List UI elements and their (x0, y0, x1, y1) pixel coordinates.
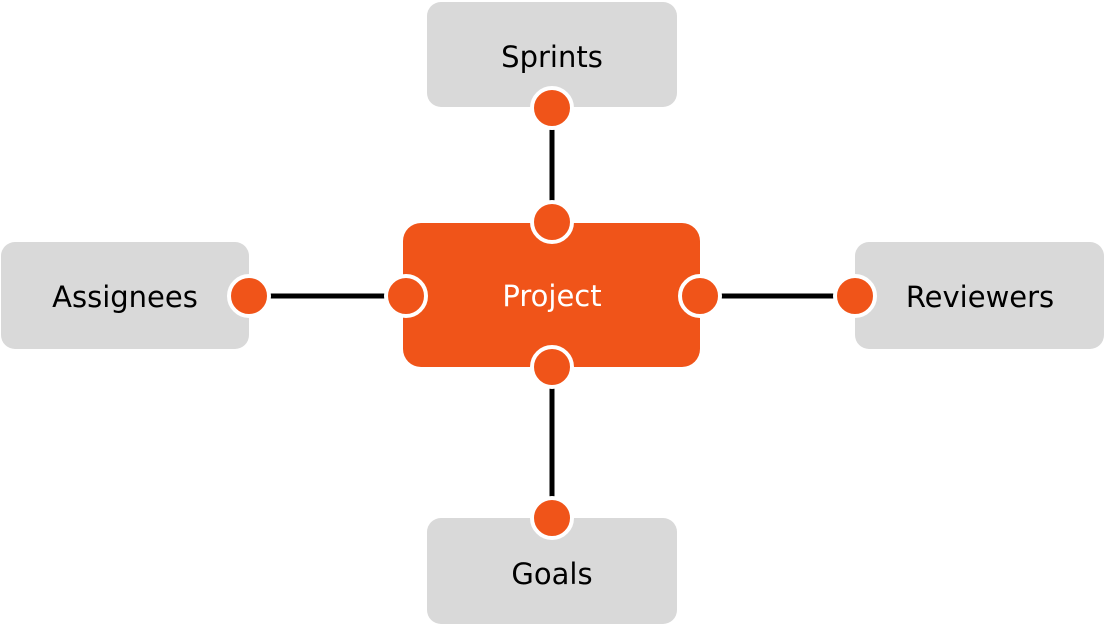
dot-project-right (678, 274, 722, 318)
connectors (266, 124, 838, 500)
node-sprints[interactable]: Sprints (427, 2, 677, 107)
dot-project-bottom (530, 345, 574, 389)
node-project[interactable]: Project (403, 223, 700, 367)
dot-project-left (384, 274, 428, 318)
node-project-label: Project (502, 279, 601, 313)
dot-reviewers-left (833, 274, 877, 318)
dot-goals-top (530, 496, 574, 540)
node-reviewers-label: Reviewers (906, 280, 1054, 314)
dot-project-top (530, 200, 574, 244)
node-reviewers[interactable]: Reviewers (855, 242, 1104, 349)
node-reviewers-box (855, 242, 1104, 349)
node-assignees-box (1, 242, 249, 349)
node-goals[interactable]: Goals (427, 518, 677, 624)
connection-dots (227, 86, 877, 540)
dot-assignees-right (227, 274, 271, 318)
dot-sprints-bottom (530, 86, 574, 130)
node-sprints-box (427, 2, 677, 107)
node-assignees-label: Assignees (52, 280, 198, 314)
node-project-box (403, 223, 700, 367)
node-sprints-label: Sprints (501, 40, 603, 74)
node-assignees[interactable]: Assignees (1, 242, 249, 349)
node-goals-box (427, 518, 677, 624)
node-goals-label: Goals (511, 557, 592, 591)
